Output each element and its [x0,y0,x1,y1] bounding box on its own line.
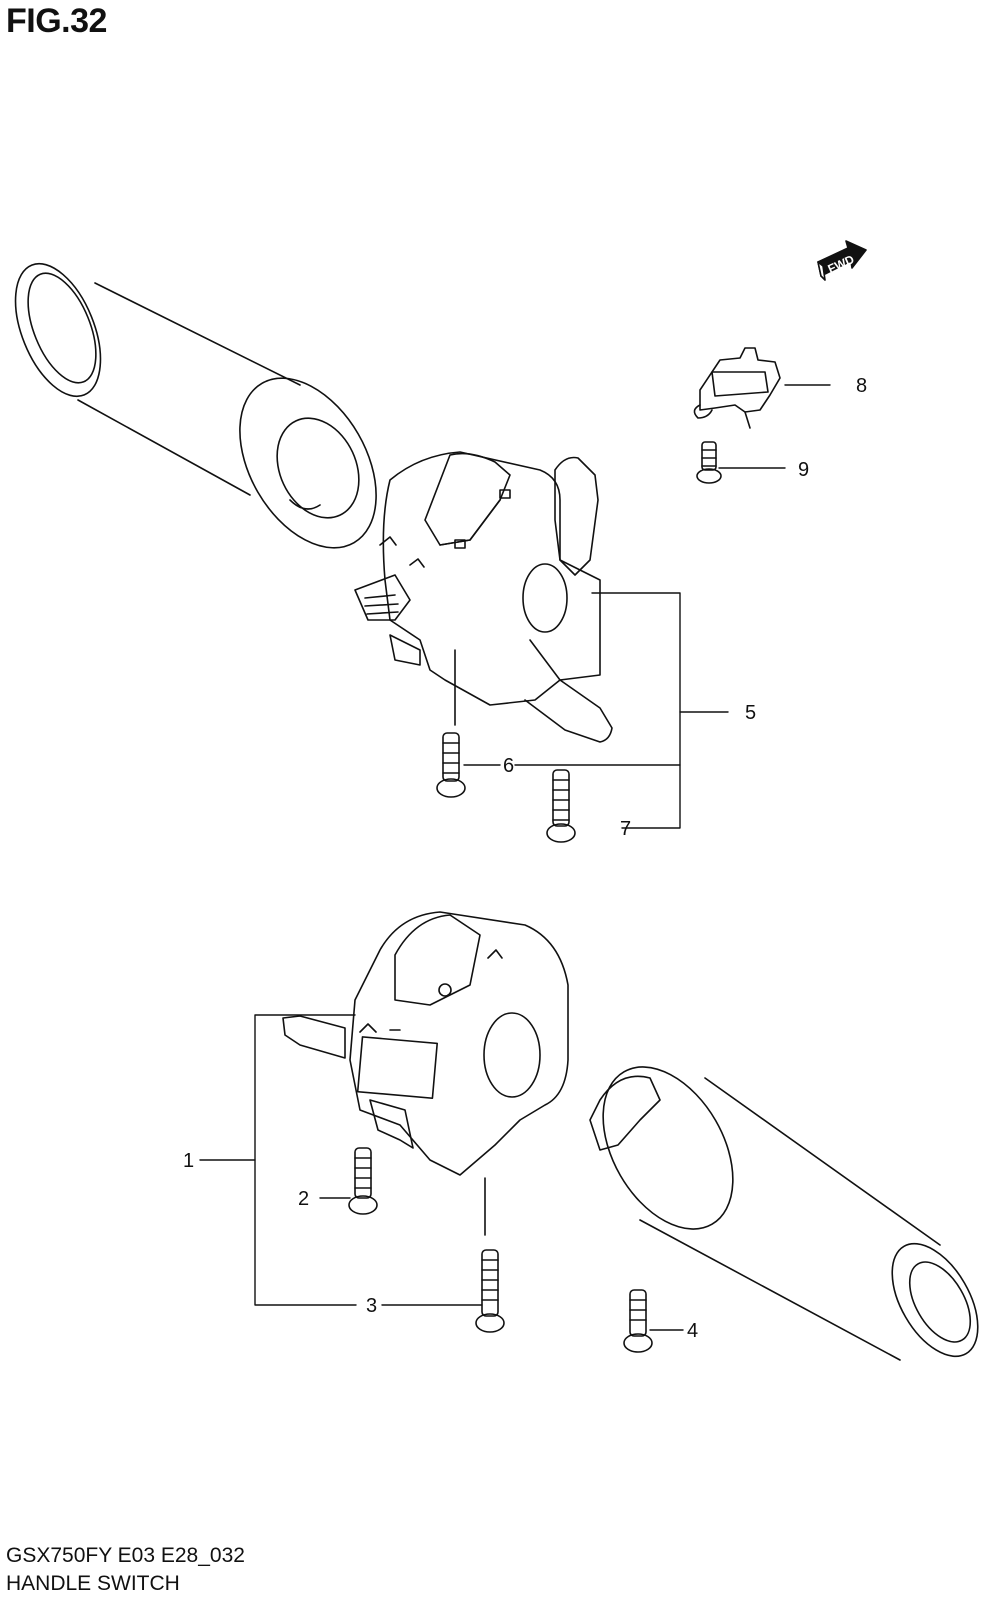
screw-7-drawing [546,769,576,843]
callout-2: 2 [298,1188,309,1210]
figure-caption: HANDLE SWITCH [6,1572,180,1595]
callout-8: 8 [856,375,867,397]
callout-7: 7 [620,818,631,840]
screw-6-drawing [436,732,466,798]
figure-title: FIG.32 [6,2,107,40]
screw-4-drawing [623,1289,653,1353]
callout-4: 4 [687,1320,698,1342]
callout-6: 6 [503,755,514,777]
left-grip-drawing [14,262,377,549]
callout-5: 5 [745,702,756,724]
callout-leaders [199,384,831,1331]
screw-9-drawing [696,441,722,484]
left-switch-housing-drawing [354,451,613,743]
clutch-switch-drawing [693,347,781,429]
fwd-arrow-icon: FWD [817,240,867,281]
model-code: GSX750FY E03 E28_032 [6,1544,245,1567]
footer: GSX750FY E03 E28_032 HANDLE SWITCH [6,1542,245,1598]
screw-2-drawing [348,1147,378,1215]
screw-3-drawing [475,1249,505,1333]
callout-3: 3 [366,1295,377,1317]
right-switch-housing-drawing [282,911,569,1236]
callout-9: 9 [798,459,809,481]
callout-1: 1 [183,1150,194,1172]
throttle-grip-drawing [589,1066,979,1361]
